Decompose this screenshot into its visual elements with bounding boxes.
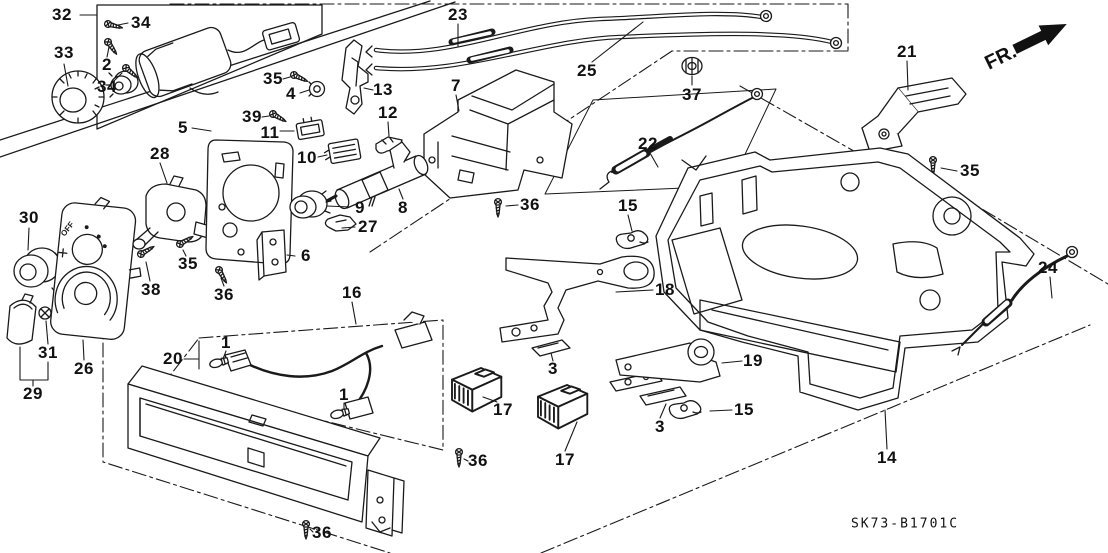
washer-4-drawing [308,80,326,98]
screw-36a-drawing [493,197,503,218]
cable-22-drawing [599,87,764,190]
cable-25-drawing [365,31,843,76]
leader-lines [19,14,1053,533]
knob-9-drawing [289,190,332,219]
fr-arrow-icon [1012,23,1067,54]
clip-15a-drawing [615,230,649,250]
clip-27-drawing [324,214,357,232]
cable-23-drawing [365,9,773,58]
screw-36d-drawing [301,519,311,540]
slider-17a-drawing [451,367,503,413]
lever-19-drawing [615,338,721,383]
motor-32-drawing [105,22,301,99]
reference-box-22 [544,88,777,195]
bezel-drawing [127,365,405,537]
screw-34a-drawing [103,19,125,32]
clip-15b-drawing [668,400,702,420]
knob-29-drawing [6,293,37,345]
bracket-6-drawing [256,229,287,281]
bracket-7-drawing [423,69,573,199]
screw-36c-drawing [454,447,464,468]
frame-14-drawing [655,147,1035,411]
diagram-code: SK73-B1701C [850,516,960,532]
slider-17b-drawing [537,384,589,430]
screw-35a-drawing [288,69,310,86]
ring-33-drawing [51,70,105,124]
motor-28-drawing [132,175,211,250]
shaft-8-drawing [321,141,429,210]
cable-24-drawing [951,245,1079,356]
nut-37-drawing [681,56,703,76]
knob-30-drawing [13,247,65,294]
lever-18-drawing [499,255,655,343]
clip-31-drawing [38,306,52,320]
fork-lever-13-drawing [341,39,369,115]
harness-16-drawing [208,311,433,421]
plate-3a-drawing [531,339,571,357]
faceplate-26-drawing: OFF [50,196,142,340]
bracket-21-drawing [861,77,967,153]
connector-11-drawing [295,116,325,141]
connector-10-drawing [323,138,362,165]
screw-39-drawing [267,108,289,126]
screw-2-drawing [102,36,121,57]
